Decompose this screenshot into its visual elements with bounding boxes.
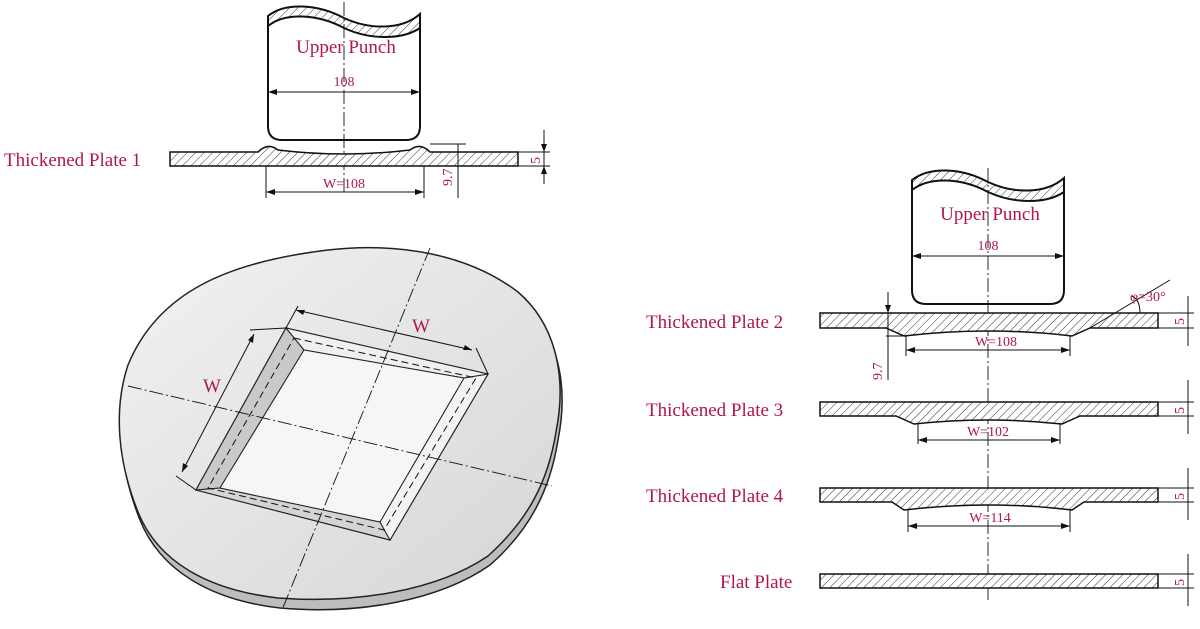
- iso-recess-dashed: [207, 337, 477, 531]
- upper-punch-1-break: [267, 5, 421, 38]
- iso-w-left-dim-line: [181, 333, 255, 473]
- plate-4-label: Thickened Plate 4: [646, 486, 784, 507]
- plate-4-thick-dim: 5: [1173, 493, 1188, 500]
- thickened-plate-2: W=108 9.7 φ=30° 5 Thickened Plate 2: [646, 279, 1194, 381]
- plate-2-angle-arc: [1131, 295, 1141, 314]
- plate-3-w-dim: W=102: [967, 425, 1009, 440]
- plate-3-body: [819, 401, 1159, 425]
- thickened-plate-1: W=108 9.7 5 Thickened Plate 1: [4, 130, 550, 198]
- iso-w-left-label: W: [203, 376, 221, 397]
- plate-2-w-dim: W=108: [975, 335, 1017, 350]
- thickened-plate-4: W=114 5 Thickened Plate 4: [646, 468, 1194, 532]
- isometric-view: W W: [118, 246, 563, 611]
- plate-2-angle-dim: φ=30°: [1130, 290, 1166, 305]
- plate-1-body: [169, 145, 519, 167]
- iso-centerline-2: [127, 385, 553, 487]
- iso-recess-floor: [219, 349, 465, 523]
- thickened-plate-3: W=102 5 Thickened Plate 3: [646, 380, 1194, 444]
- flat-plate-thick-dim: 5: [1173, 579, 1188, 586]
- plate-1-thick-dim: 5: [529, 157, 544, 164]
- flat-plate: 5 Flat Plate: [720, 554, 1194, 606]
- iso-w-top-dim-line: [295, 309, 473, 351]
- iso-centerline-1: [281, 247, 431, 611]
- plate-1-w-dim: W=108: [323, 177, 365, 192]
- plate-1-label: Thickened Plate 1: [4, 150, 141, 171]
- punch-1-group: Upper Punch 108: [267, 2, 421, 195]
- plate-1-height-dim: 9.7: [441, 169, 456, 187]
- upper-punch-2-label: Upper Punch: [940, 204, 1040, 225]
- plate-2-angle-line: [1089, 279, 1171, 329]
- plate-2-body: [819, 312, 1159, 337]
- plate-4-w-dim: W=114: [969, 511, 1011, 526]
- plate-2-label: Thickened Plate 2: [646, 312, 783, 333]
- plate-3-thick-dim: 5: [1173, 407, 1188, 414]
- punch-1-width-dim: 108: [334, 75, 355, 90]
- plate-2-height-dim: 9.7: [871, 363, 886, 381]
- punch-2-group: Upper Punch 108: [911, 168, 1065, 600]
- upper-punch-1-label: Upper Punch: [296, 37, 396, 58]
- plate-4-body: [819, 487, 1159, 511]
- flat-plate-body: [819, 573, 1159, 589]
- plate-3-label: Thickened Plate 3: [646, 400, 783, 421]
- iso-w-top-label: W: [412, 316, 430, 337]
- plate-2-thick-dim: 5: [1173, 318, 1188, 325]
- flat-plate-label: Flat Plate: [720, 572, 792, 593]
